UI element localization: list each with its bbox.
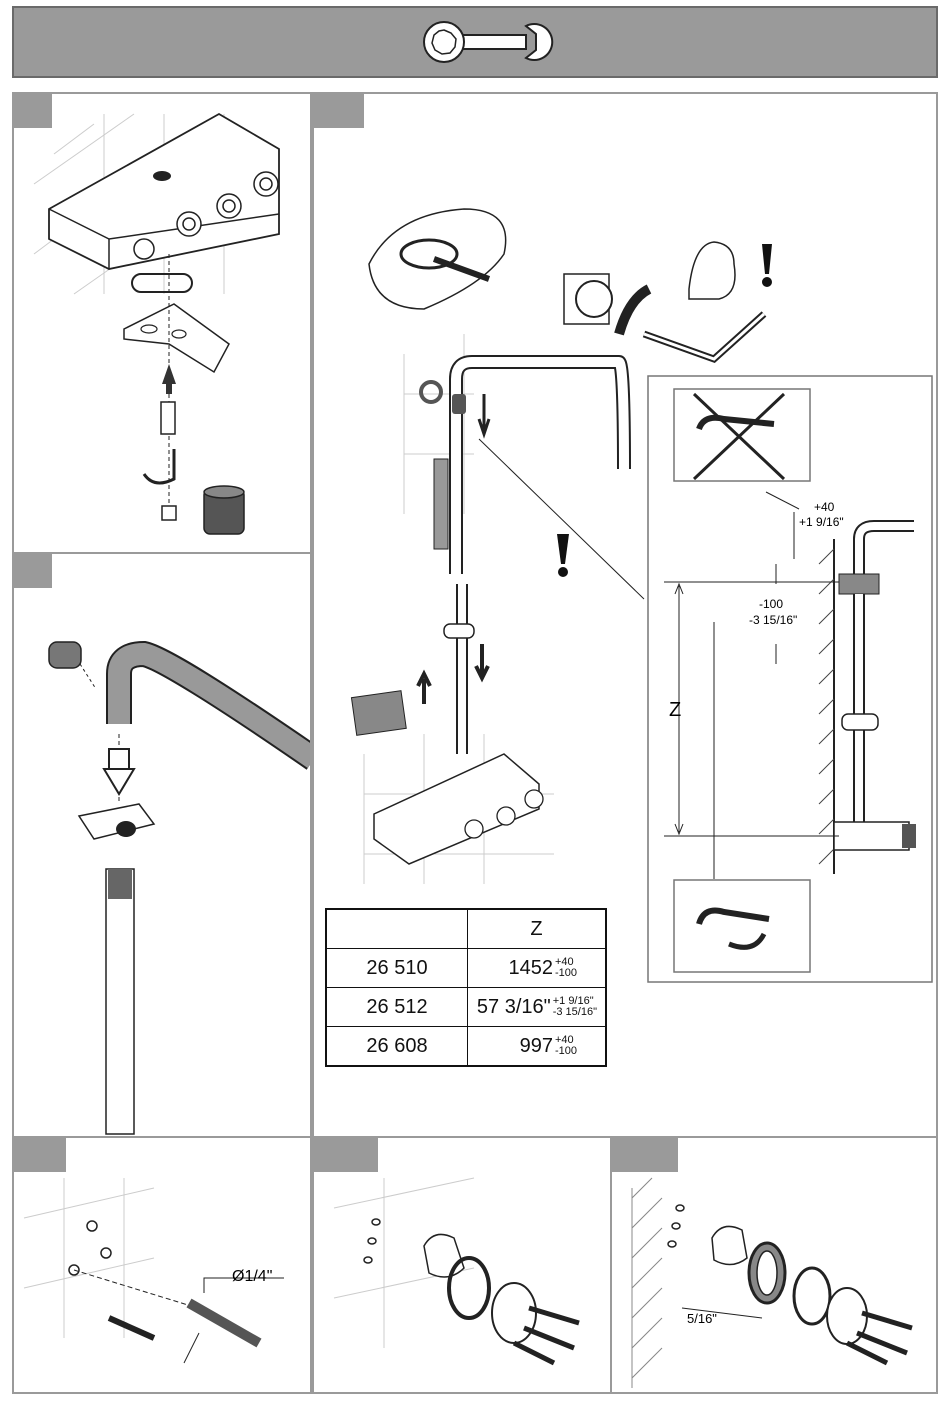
tolerance: +40-100 [555,957,577,979]
table-cell-model: 26 608 [326,1027,468,1067]
step-panel-1 [12,92,312,554]
dim-lower: -100 [759,597,783,611]
step-panel-3 [12,552,312,1138]
drill-size-label: Ø1/4" [232,1268,272,1285]
illustration-seal-ring: 5/16" [612,1138,938,1394]
step-panel-5 [312,1136,612,1394]
gap-size-label: 5/16" [687,1311,717,1326]
dim-lower-imperial: -3 15/16" [749,613,797,627]
dim-upper: +40 [814,500,835,514]
value-main: 1452 [508,957,553,979]
step-panel-4: Ø1/4" [12,1136,312,1394]
table-cell-value: 57 3/16"+1 9/16"-3 15/16" [468,988,607,1027]
tol-minus: -3 15/16" [553,1007,597,1018]
tolerance: +1 9/16"-3 15/16" [553,996,597,1018]
step-panel-6: 5/16" [610,1136,938,1394]
illustration-thermostat-assembly [14,94,312,554]
table-header-z: Z [468,909,607,949]
header-bar [12,6,938,78]
z-dimension-label: Z [669,699,681,721]
table-row: 26 510 1452+40-100 [326,949,606,988]
dim-upper-imperial: +1 9/16" [799,515,844,529]
tol-minus: -100 [555,968,577,979]
table-row: 26 608 997+40-100 [326,1027,606,1067]
table-cell-model: 26 510 [326,949,468,988]
illustration-overhead-arm [14,554,312,1138]
table-cell-model: 26 512 [326,988,468,1027]
value-main: 57 3/16" [477,996,551,1018]
table-header-model [326,909,468,949]
tolerance: +40-100 [555,1035,577,1057]
table-cell-value: 997+40-100 [468,1027,607,1067]
table-cell-value: 1452+40-100 [468,949,607,988]
tol-minus: -100 [555,1046,577,1057]
value-main: 997 [520,1035,553,1057]
wrench-icon [14,8,940,80]
z-dimension-table: Z 26 510 1452+40-100 26 512 57 3/16"+1 9… [325,908,607,1067]
table-row: 26 512 57 3/16"+1 9/16"-3 15/16" [326,988,606,1027]
illustration-wall-connection [314,1138,612,1394]
illustration-drilling: Ø1/4" [14,1138,312,1394]
